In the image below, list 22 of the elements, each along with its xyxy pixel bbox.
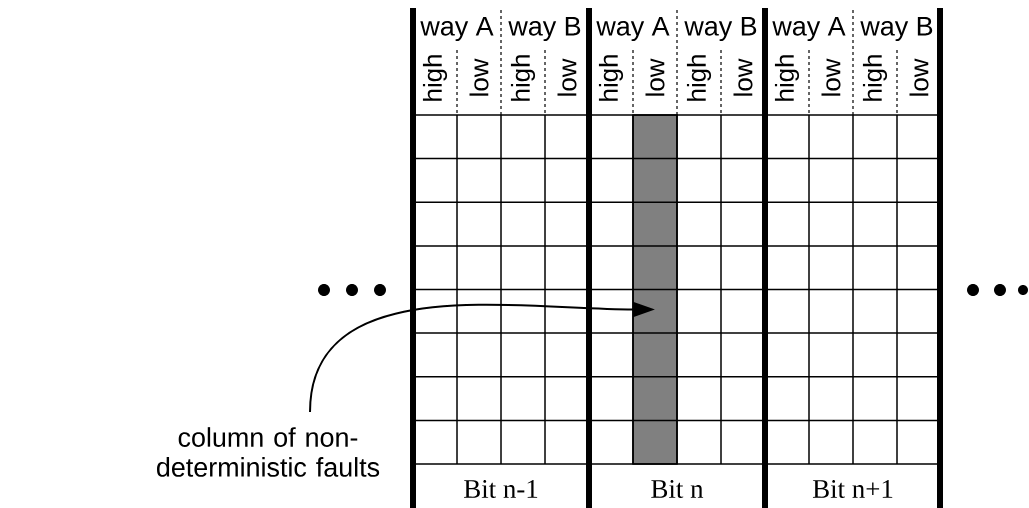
column-header: way A	[772, 16, 846, 42]
sub-header: low	[909, 58, 929, 96]
column-header: way B	[684, 16, 757, 42]
sub-header: high	[774, 55, 800, 101]
bit-label: Bit n+1	[812, 479, 893, 499]
column-header: way A	[420, 16, 494, 42]
column-header: way A	[596, 16, 670, 42]
sub-header: low	[469, 58, 489, 96]
column-header: way B	[508, 16, 581, 42]
bit-label: Bit n	[651, 479, 704, 499]
sub-header: high	[598, 55, 624, 101]
sub-header: low	[557, 58, 577, 96]
bit-label: Bit n-1	[464, 479, 538, 499]
sub-header: high	[862, 55, 888, 101]
highlighted-column	[632, 114, 678, 465]
sub-header: low	[821, 58, 841, 96]
column-header: way B	[860, 16, 933, 42]
sub-header: high	[422, 55, 448, 101]
caption-text: column of non-deterministic faults	[157, 427, 380, 477]
sub-header: high	[510, 55, 536, 101]
sub-header: low	[733, 58, 753, 96]
sub-header: high	[686, 55, 712, 101]
